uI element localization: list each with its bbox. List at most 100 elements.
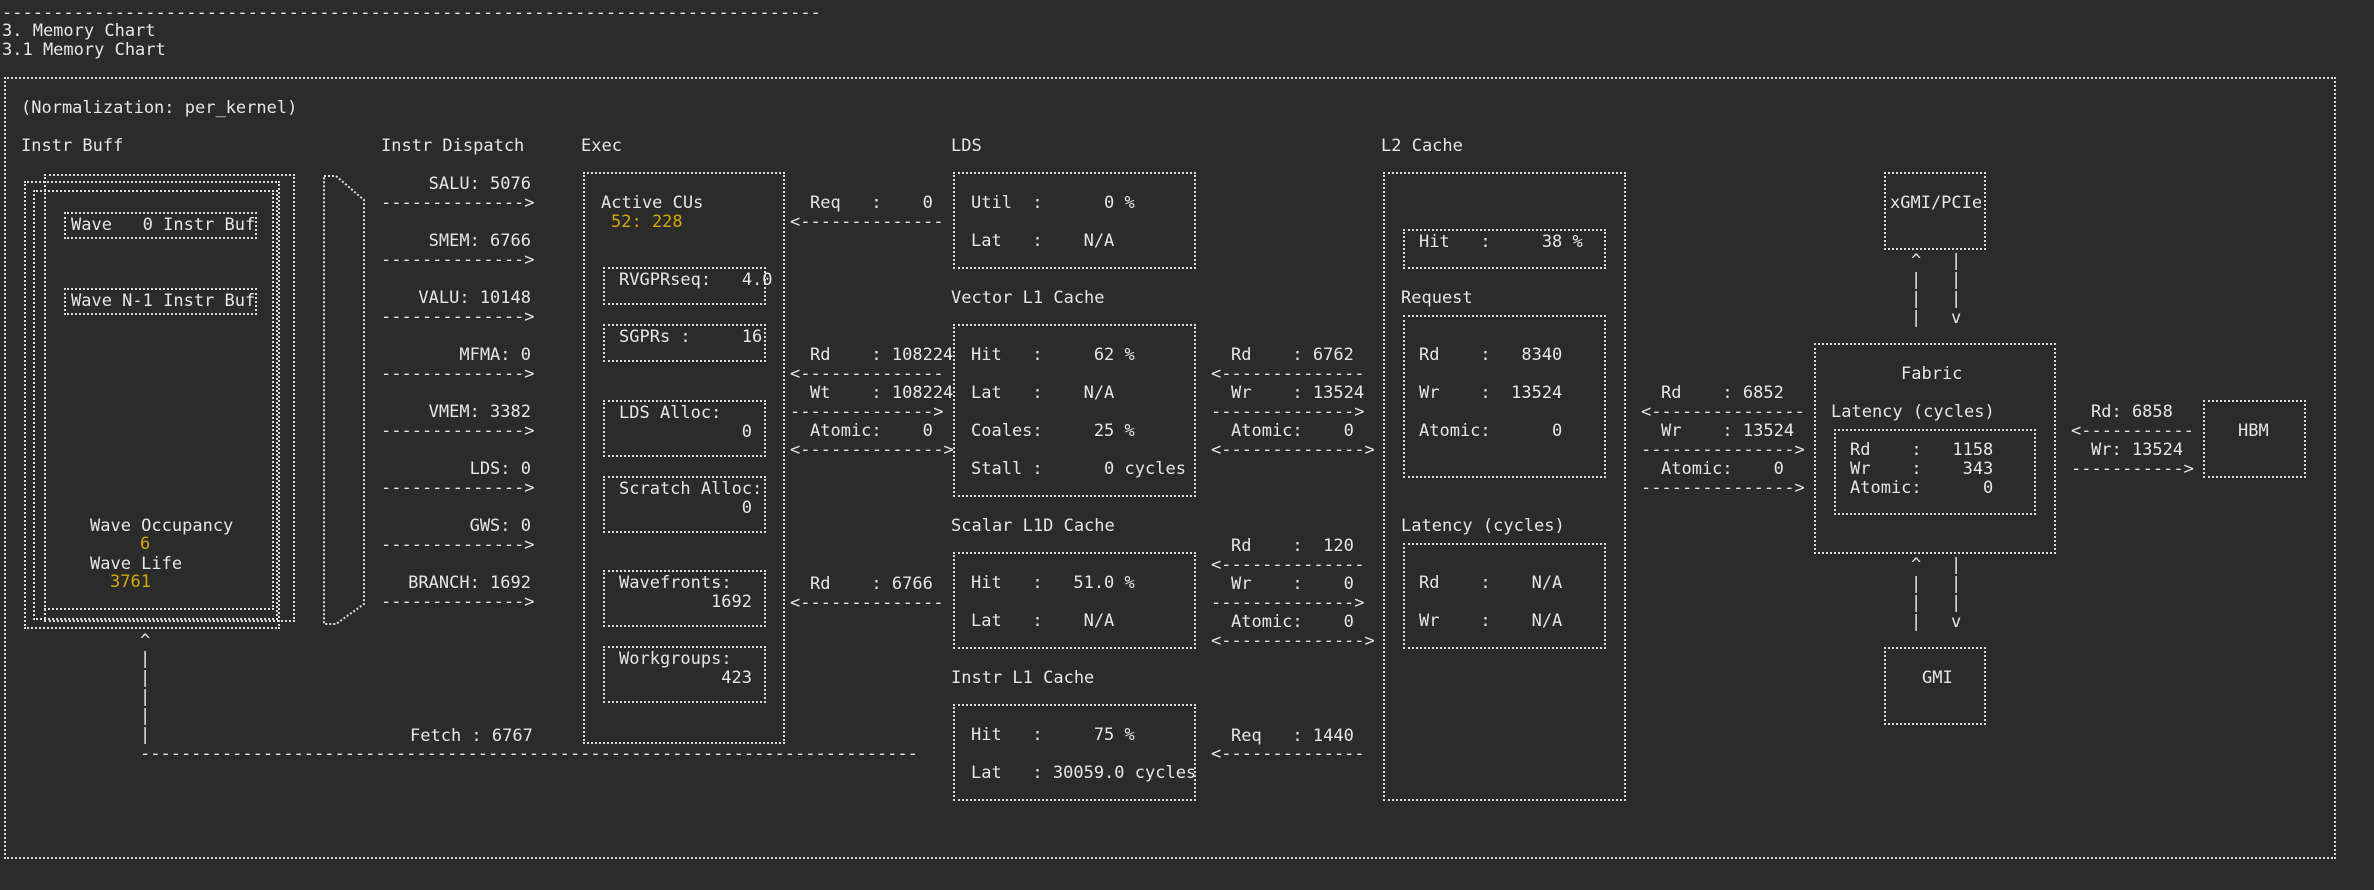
fetch-up-caret: ^ — [140, 631, 151, 651]
dispatch-arrow: --------------> — [381, 535, 535, 555]
fetch-line: ----------------------------------------… — [140, 744, 918, 764]
l2-s-atomic-arrow: <--------------> — [1211, 631, 1375, 651]
dispatch-arrow: --------------> — [381, 592, 535, 612]
sl1-box: Hit : 51.0 % Lat : N/A — [953, 552, 1196, 649]
sl1-title: Scalar L1D Cache — [951, 516, 1115, 536]
rvgpr-value: RVGPRseq: 4.0 — [619, 270, 773, 290]
gmi-down-link: |||v — [1951, 555, 1962, 632]
instr-buff-title: Instr Buff — [21, 136, 124, 156]
wave-life-value: 3761 — [110, 572, 151, 592]
lds-alloc-label: LDS Alloc: — [619, 403, 722, 423]
dispatch-funnel — [323, 175, 365, 625]
fetch-count: Fetch : 6767 — [410, 726, 533, 746]
lds-alloc-value: 0 — [741, 422, 752, 442]
l2-title: L2 Cache — [1381, 136, 1463, 156]
vl1-atomic: Atomic: 0 — [810, 421, 933, 441]
l2-v-wr: Wr : 13524 — [1231, 383, 1365, 403]
fabric-atomic-arrow: ---------------> — [1641, 478, 1805, 498]
dispatch-arrow: --------------> — [381, 421, 535, 441]
wave-life-label: Wave Life — [90, 554, 183, 574]
vl1-box: Hit : 62 % Lat : N/A Coales: 25 % Stall … — [953, 324, 1196, 497]
gmi-up-link: ^||| — [1911, 555, 1922, 632]
dispatch-arrow: --------------> — [381, 478, 535, 498]
fabric-box — [1814, 343, 2056, 554]
il1-title: Instr L1 Cache — [951, 668, 1095, 688]
l2-rd: Rd : 8340 — [1419, 345, 1563, 365]
vl1-hit: Hit : 62 % — [971, 345, 1135, 365]
wave0-instr-buf: Wave 0 Instr Buf — [64, 212, 257, 239]
waveN-instr-buf: Wave N-1 Instr Buf — [64, 288, 257, 315]
dispatch-item: VALU: 10148 — [418, 288, 531, 308]
instr-dispatch-title: Instr Dispatch — [381, 136, 525, 156]
wavefronts-box: Wavefronts: 1692 — [603, 570, 766, 627]
fabric-latency-box: Rd : 1158 Wr : 343 Atomic: 0 — [1834, 429, 2036, 515]
active-cus-label: Active CUs — [601, 193, 704, 213]
fabric-title: Fabric — [1901, 364, 1963, 384]
l2-lat-wr: Wr : N/A — [1419, 611, 1563, 631]
wave0-label: Wave 0 Instr Buf — [71, 215, 256, 235]
l2-s-rd-arrow: <-------------- — [1211, 555, 1365, 575]
wave-occupancy-label: Wave Occupancy — [90, 516, 234, 536]
lds-req: Req : 0 — [810, 193, 933, 213]
l2-atomic: Atomic: 0 — [1419, 421, 1563, 441]
fabric-wr: Wr : 13524 — [1661, 421, 1795, 441]
exec-box — [583, 172, 785, 744]
il1-hit: Hit : 75 % — [971, 725, 1135, 745]
lds-title: LDS — [951, 136, 982, 156]
l2-i-req: Req : 1440 — [1231, 726, 1354, 746]
l2-latency-box: Rd : N/A Wr : N/A — [1403, 543, 1606, 649]
l2-request-box: Rd : 8340 Wr : 13524 Atomic: 0 — [1403, 315, 1606, 478]
il1-box: Hit : 75 % Lat : 30059.0 cycles — [953, 704, 1196, 801]
scratch-alloc-label: Scratch Alloc: — [619, 479, 763, 499]
hbm-label: HBM — [2238, 421, 2269, 441]
wavefronts-value: 1692 — [711, 592, 752, 612]
fetch-pipe: ||||| — [140, 649, 151, 745]
l2-lat-rd: Rd : N/A — [1419, 573, 1563, 593]
sgprs-value: SGPRs : 16 — [619, 327, 763, 347]
instr-buff-stack-1 — [44, 190, 274, 610]
hbm-box: HBM — [2203, 400, 2306, 478]
hbm-rd: Rd: 6858 — [2091, 402, 2173, 422]
sl1-lat: Lat : N/A — [971, 611, 1115, 631]
l2-s-wr: Wr : 0 — [1231, 574, 1354, 594]
hbm-wr-arrow: -----------> — [2071, 459, 2194, 479]
fabric-atomic: Atomic: 0 — [1661, 459, 1784, 479]
dispatch-item: VMEM: 3382 — [428, 402, 531, 422]
xgmi-up-link: ^||| — [1911, 251, 1922, 328]
vl1-rd-arrow: <-------------- — [790, 364, 944, 384]
exec-title: Exec — [581, 136, 622, 156]
dispatch-item: MFMA: 0 — [459, 345, 531, 365]
hbm-wr: Wr: 13524 — [2091, 440, 2184, 460]
sl1-rd-arrow: <-------------- — [790, 593, 944, 613]
lds-util: Util : 0 % — [971, 193, 1135, 213]
fabric-latency-title: Latency (cycles) — [1831, 402, 1995, 422]
xgmi-label: xGMI/PCIe — [1890, 193, 1983, 213]
l2-s-wr-arrow: --------------> — [1211, 593, 1365, 613]
gmi-label: GMI — [1922, 668, 1953, 688]
vl1-wt-arrow: --------------> — [790, 402, 944, 422]
dispatch-item: LDS: 0 — [469, 459, 531, 479]
fabric-lat-atomic: Atomic: 0 — [1850, 478, 1994, 498]
vl1-wt: Wt : 108224 — [810, 383, 954, 403]
l2-s-rd: Rd : 120 — [1231, 536, 1354, 556]
l2-v-atomic: Atomic: 0 — [1231, 421, 1354, 441]
vl1-coales: Coales: 25 % — [971, 421, 1135, 441]
l2-v-rd: Rd : 6762 — [1231, 345, 1354, 365]
xgmi-down-link: |||v — [1951, 251, 1962, 328]
subsection-title: 3.1 Memory Chart — [2, 40, 166, 60]
scratch-alloc-box: Scratch Alloc: 0 — [603, 476, 766, 533]
l2-s-atomic: Atomic: 0 — [1231, 612, 1354, 632]
workgroups-box: Workgroups: 423 — [603, 646, 766, 703]
gmi-box: GMI — [1884, 647, 1986, 725]
l2-v-rd-arrow: <-------------- — [1211, 364, 1365, 384]
section-title: 3. Memory Chart — [2, 21, 156, 41]
l2-request-title: Request — [1401, 288, 1473, 308]
wave-occupancy-value: 6 — [140, 534, 151, 554]
dispatch-arrow: --------------> — [381, 364, 535, 384]
lds-lat: Lat : N/A — [971, 231, 1115, 251]
vl1-lat: Lat : N/A — [971, 383, 1115, 403]
normalization-label: (Normalization: per_kernel) — [21, 98, 298, 118]
vl1-stall: Stall : 0 cycles — [971, 459, 1186, 479]
l2-i-req-arrow: <-------------- — [1211, 744, 1365, 764]
hbm-rd-arrow: <----------- — [2071, 421, 2194, 441]
